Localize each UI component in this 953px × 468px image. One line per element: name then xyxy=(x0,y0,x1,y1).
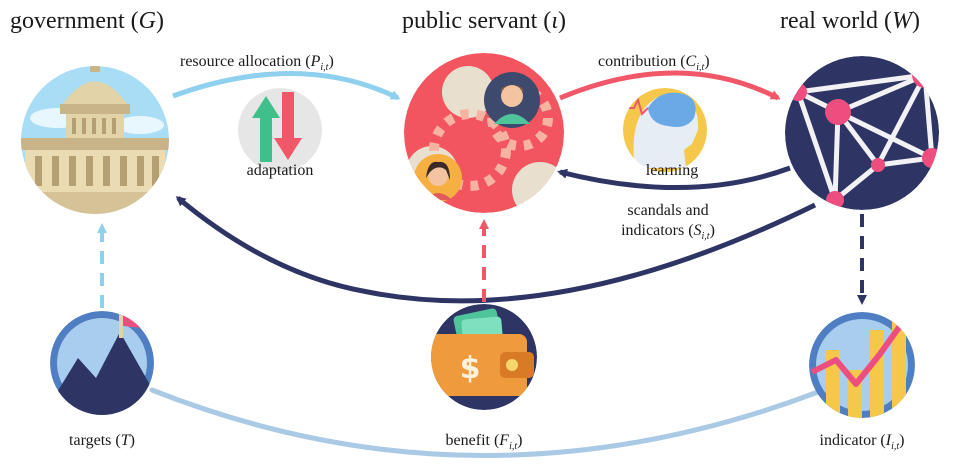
edge-real-to-servant xyxy=(557,165,791,190)
learning-label: learning xyxy=(645,162,699,179)
edge-real-to-government xyxy=(175,196,817,304)
public-servant-title: public servant (ι) xyxy=(402,8,566,34)
capitol-building-icon xyxy=(21,66,169,214)
edge-targets-indicator xyxy=(149,387,821,458)
contribution-label: contribution (Ci,t) xyxy=(598,53,710,74)
up-down-arrows-icon xyxy=(238,88,322,172)
svg-text:$: $ xyxy=(460,351,481,386)
gears-people-icon xyxy=(404,53,564,213)
brain-head-icon xyxy=(623,88,707,172)
scandals-indicators-label: scandals and indicators (Si,t) xyxy=(621,202,715,243)
real-world-title: real world (W) xyxy=(780,8,920,34)
edge-servant-to-real xyxy=(559,70,781,101)
benefit-label: benefit (Fi,t) xyxy=(445,432,523,453)
mountain-flag-icon xyxy=(50,311,154,415)
network-icon xyxy=(785,56,939,210)
indicator-label: indicator (Ii,t) xyxy=(819,432,905,453)
wallet-icon: $ xyxy=(431,304,537,410)
targets-label: targets (T) xyxy=(69,432,135,449)
adaptation-label: adaptation xyxy=(246,162,314,179)
edge-government-to-servant xyxy=(172,71,401,101)
government-title: government (G) xyxy=(10,8,164,34)
chart-icon xyxy=(809,312,915,418)
resource-allocation-label: resource allocation (Pi,t) xyxy=(180,53,334,74)
